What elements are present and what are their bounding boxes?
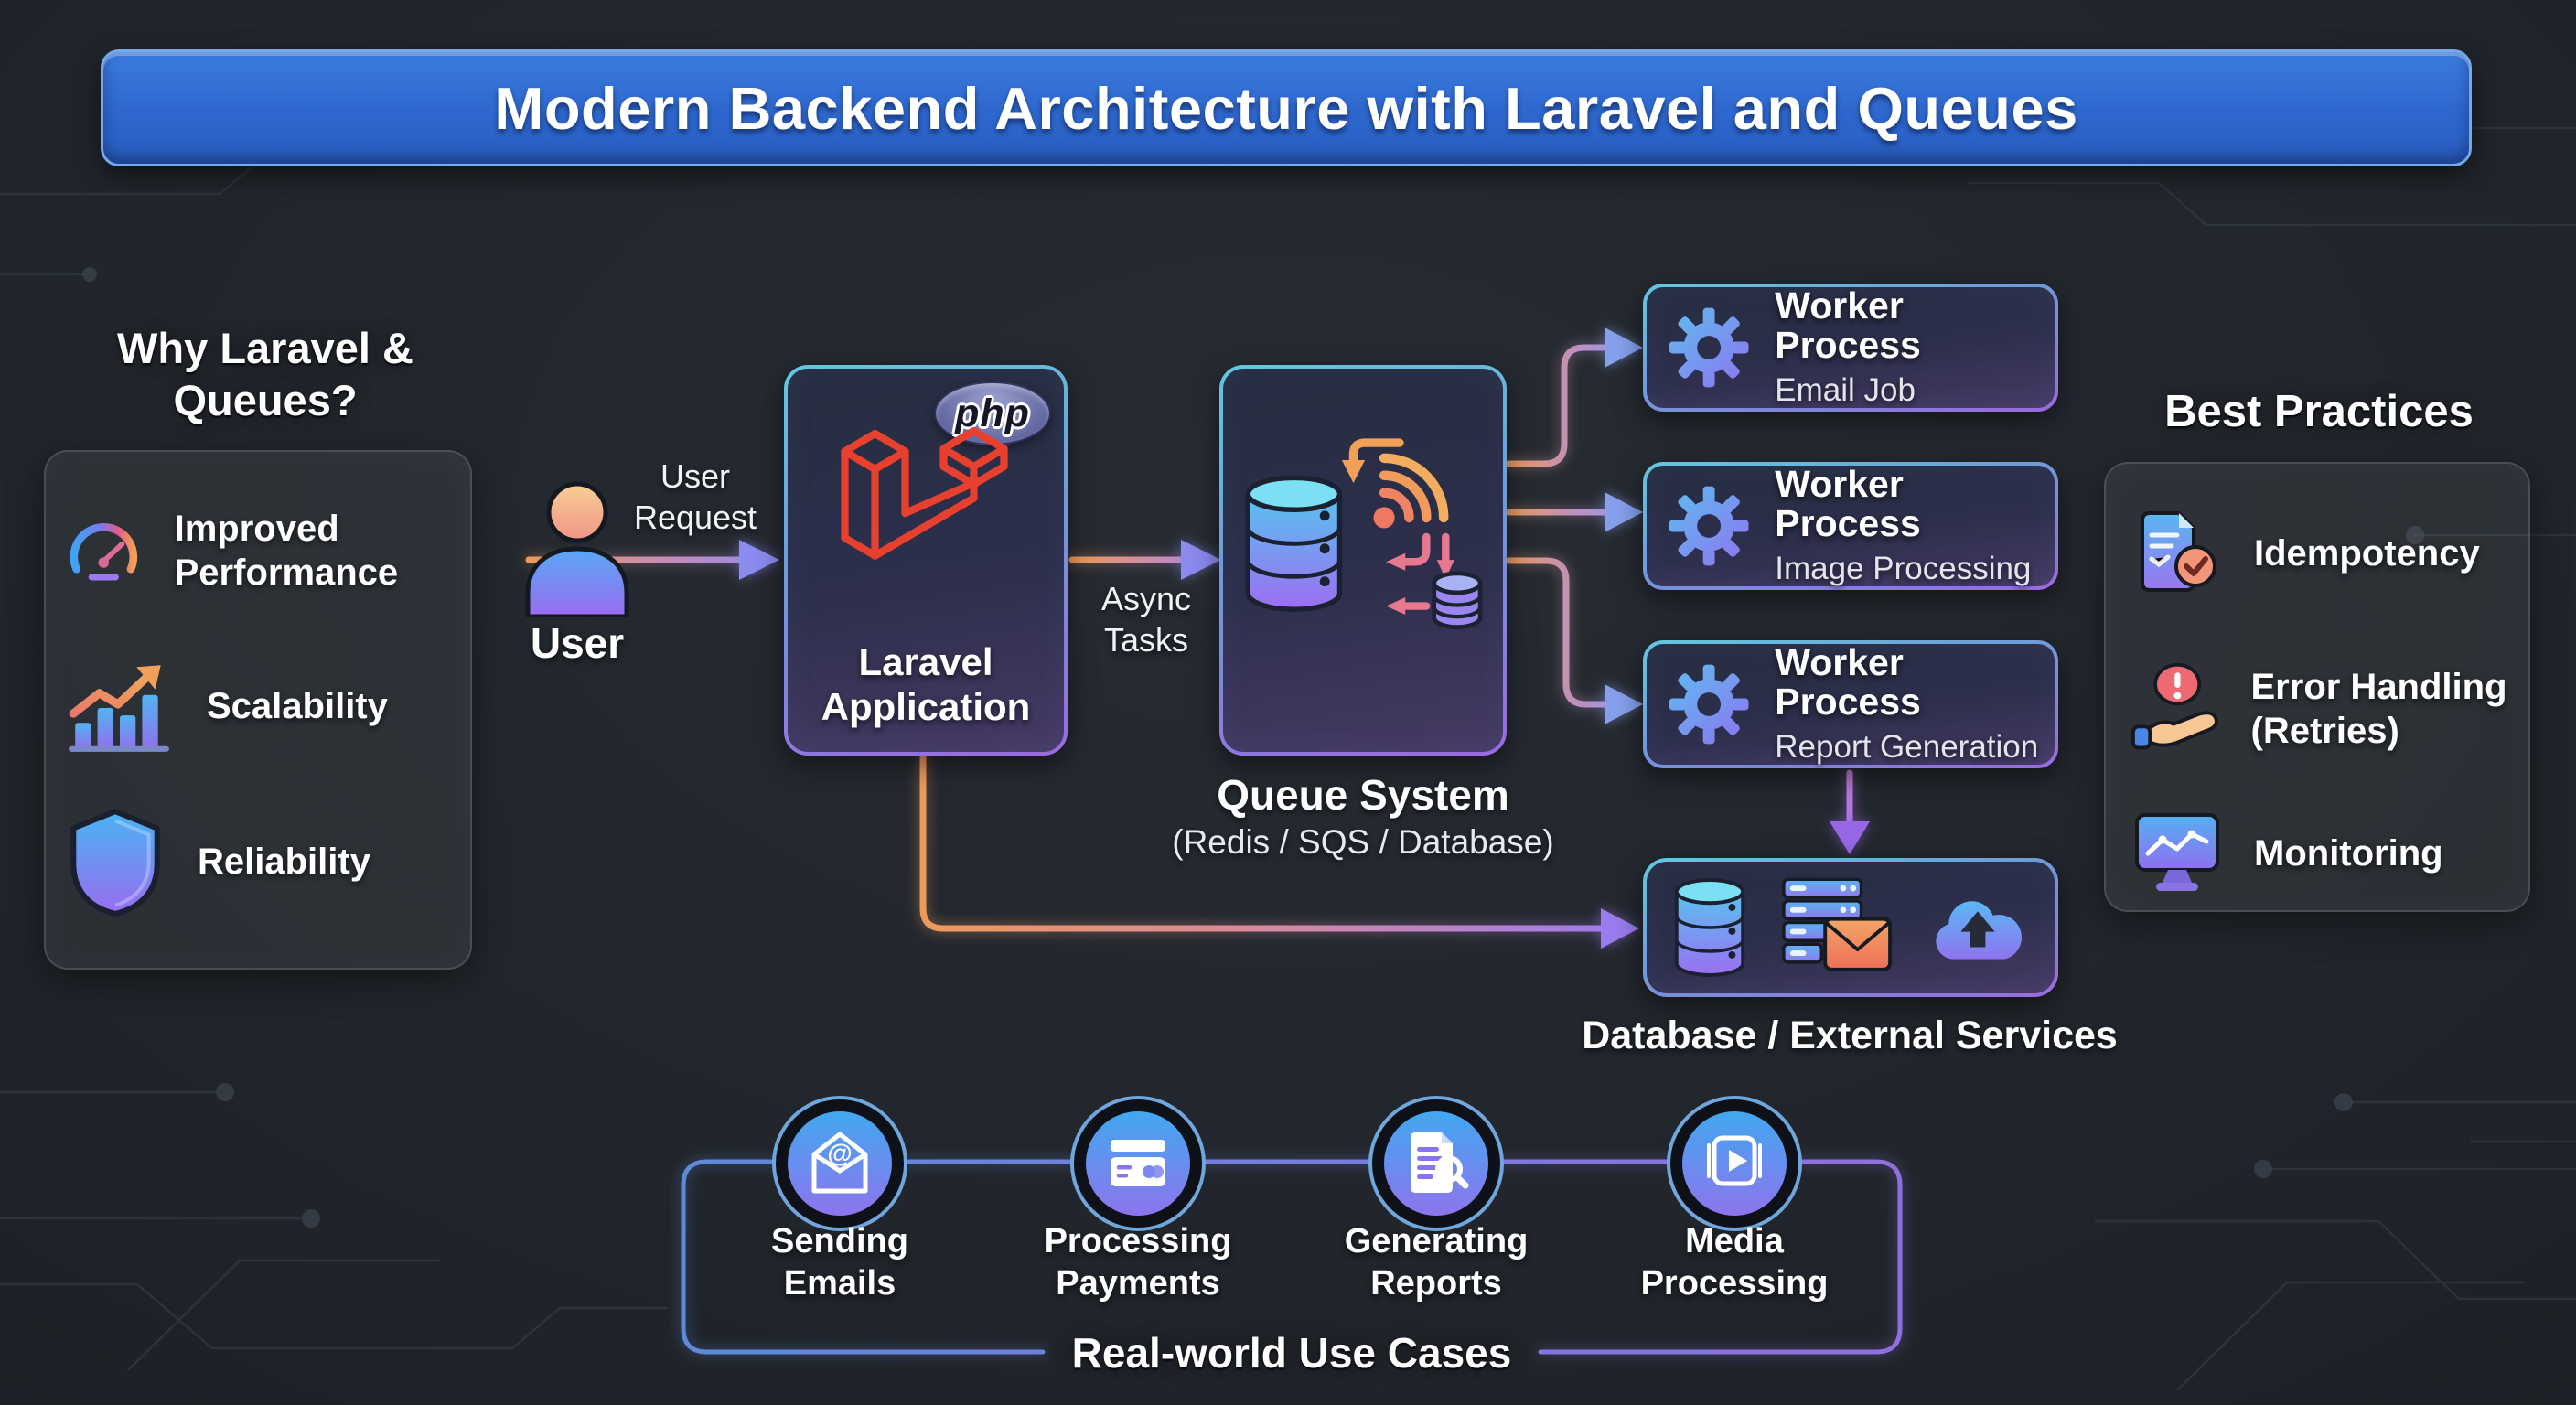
report-magnifier-icon bbox=[1411, 1132, 1469, 1193]
worker-title: Worker Process bbox=[1775, 640, 1921, 723]
monitor-chart-icon bbox=[2135, 813, 2219, 891]
credit-card-icon bbox=[1111, 1140, 1165, 1186]
worker-title: Worker Process bbox=[1775, 462, 1921, 544]
user-icon bbox=[525, 481, 629, 617]
why-item-label: Scalability bbox=[207, 686, 388, 726]
async-tasks-label: Async Tasks bbox=[1100, 580, 1192, 659]
cloud-upload-icon bbox=[1936, 901, 2023, 960]
php-badge-label: php bbox=[955, 391, 1030, 435]
media-play-icon bbox=[1707, 1135, 1762, 1186]
queue-box-title: Queue System bbox=[1217, 771, 1509, 819]
worker-box-image: Worker Process Image Processing bbox=[1643, 462, 2058, 590]
user-label: User bbox=[530, 619, 625, 667]
best-practices-heading: Best Practices bbox=[2164, 387, 2474, 436]
why-item-label: Improved Performance bbox=[174, 509, 399, 593]
bp-item-label: Idempotency bbox=[2254, 533, 2480, 574]
why-item-scalability: Scalability bbox=[64, 647, 457, 766]
worker-box-report: Worker Process Report Generation bbox=[1643, 640, 2058, 768]
bp-item-idempotency: Idempotency bbox=[2131, 494, 2516, 613]
use-case-circle-payments bbox=[1068, 1094, 1208, 1233]
why-item-label: Reliability bbox=[198, 842, 370, 882]
laravel-box-label: Laravel Application bbox=[821, 639, 1031, 729]
database-icon bbox=[1672, 870, 1747, 985]
database-services-box bbox=[1643, 858, 2058, 997]
gear-icon bbox=[1667, 305, 1751, 391]
gear-icon bbox=[1667, 483, 1751, 569]
queue-system-box bbox=[1219, 365, 1507, 756]
laravel-application-box: php Laravel Application bbox=[784, 365, 1068, 756]
alert-hand-icon bbox=[2131, 662, 2218, 750]
php-badge: php bbox=[934, 381, 1051, 445]
title-banner: Modern Backend Architecture with Laravel… bbox=[101, 49, 2472, 166]
bp-item-monitoring: Monitoring bbox=[2131, 794, 2516, 913]
use-case-label: Media Processing bbox=[1640, 1222, 1829, 1303]
use-case-circle-reports bbox=[1367, 1094, 1506, 1233]
database-box-label: Database / External Services bbox=[1582, 1014, 2118, 1057]
use-case-circle-emails: @ bbox=[770, 1094, 909, 1233]
gear-icon bbox=[1667, 661, 1751, 747]
speedometer-icon bbox=[70, 523, 138, 581]
worker-title: Worker Process bbox=[1775, 284, 1921, 366]
worker-subtitle: Email Job bbox=[1775, 372, 1916, 409]
use-case-label: Generating Reports bbox=[1344, 1222, 1529, 1303]
server-mail-icon bbox=[1782, 877, 1893, 971]
page-title: Modern Backend Architecture with Laravel… bbox=[494, 74, 2078, 142]
growth-chart-icon bbox=[69, 665, 169, 752]
bp-item-label: Error Handling (Retries) bbox=[2250, 667, 2507, 751]
open-email-at-icon: @ bbox=[811, 1132, 868, 1194]
laravel-logo-icon bbox=[841, 426, 1008, 560]
worker-box-email: Worker Process Email Job bbox=[1643, 284, 2058, 412]
queue-icon bbox=[1239, 438, 1483, 629]
queue-box-subtitle: (Redis / SQS / Database) bbox=[1172, 823, 1554, 861]
bp-item-label: Monitoring bbox=[2254, 833, 2443, 874]
document-check-icon bbox=[2141, 511, 2216, 592]
svg-text:@: @ bbox=[827, 1139, 852, 1167]
use-case-label: Sending Emails bbox=[771, 1222, 908, 1303]
why-item-performance: Improved Performance bbox=[64, 491, 457, 610]
shield-icon bbox=[70, 809, 160, 917]
why-heading: Why Laravel & Queues? bbox=[117, 324, 413, 425]
user-request-label: User Request bbox=[633, 457, 757, 536]
use-cases-heading: Real-world Use Cases bbox=[1071, 1329, 1512, 1377]
worker-subtitle: Report Generation bbox=[1775, 729, 2039, 766]
worker-subtitle: Image Processing bbox=[1775, 551, 2032, 587]
use-case-label: Processing Payments bbox=[1044, 1222, 1232, 1303]
why-item-reliability: Reliability bbox=[64, 802, 457, 921]
use-case-circle-media bbox=[1665, 1094, 1804, 1233]
bp-item-error-handling: Error Handling (Retries) bbox=[2131, 640, 2516, 778]
